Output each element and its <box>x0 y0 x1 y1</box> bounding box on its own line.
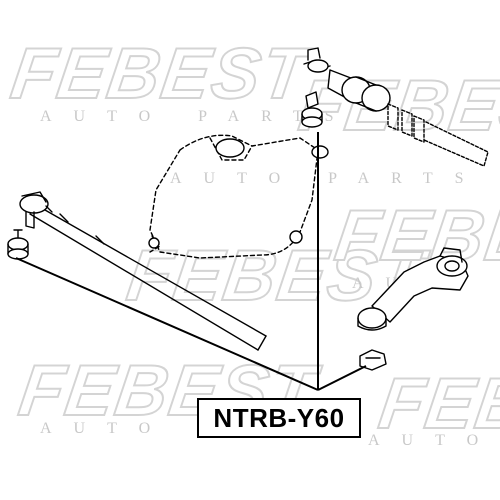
idler-arm <box>357 247 469 331</box>
watermark-tagline: AUTO PARTS <box>40 108 356 125</box>
upper-tie-rod-end <box>303 47 391 112</box>
knuckle-mount-hole <box>148 237 160 249</box>
right-lower-nut <box>359 349 387 371</box>
left-nut <box>7 229 29 260</box>
watermark-tagline: AUTO PARTS <box>170 170 486 187</box>
knuckle-boss <box>311 145 329 159</box>
callout-lines <box>15 132 367 391</box>
long-tie-rod <box>29 205 267 351</box>
left-tie-rod-end <box>19 191 53 229</box>
upper-bolt <box>301 91 323 128</box>
part-number-text: NTRB-Y60 <box>213 402 345 433</box>
rubber-boot <box>387 103 489 167</box>
part-number-label: NTRB-Y60 <box>197 398 361 438</box>
watermark-tagline: AUTO PARTS <box>368 432 500 449</box>
knuckle-boss <box>215 138 245 158</box>
knuckle-mount-hole <box>289 230 303 244</box>
